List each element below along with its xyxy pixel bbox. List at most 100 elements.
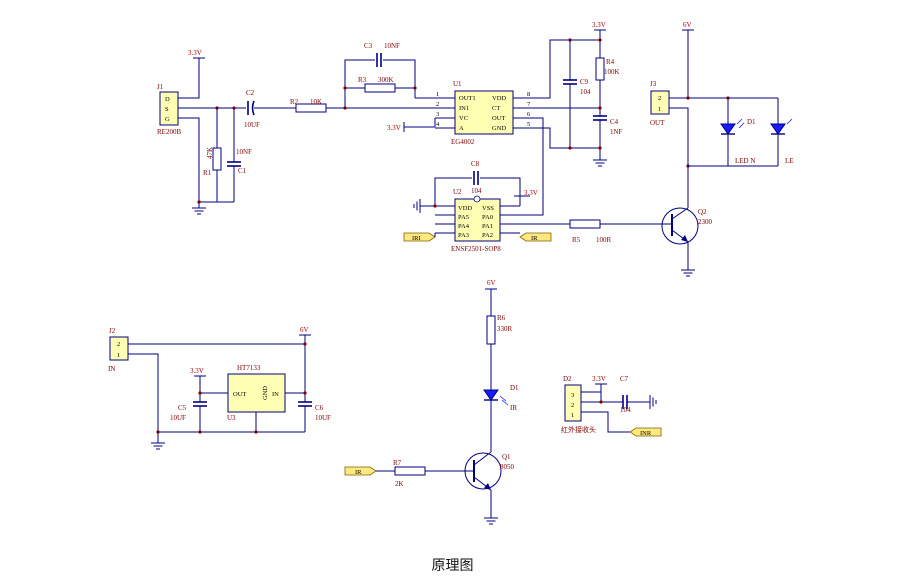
power-label-3v3-vdd: 3.3V <box>592 21 606 29</box>
u1-pin-vdd: VDD <box>492 95 506 102</box>
u2-value: ENSF2501-SOP8 <box>451 245 501 253</box>
r2-value: 10K <box>310 98 322 106</box>
led-d1-value: LED N <box>735 157 755 165</box>
net-flag-ir-q1-label: IR <box>355 469 362 476</box>
c5-value: 10UF <box>170 414 186 422</box>
j1-ref: J1 <box>157 83 164 91</box>
u1-pin-num-4: 4 <box>436 121 440 128</box>
resistor-r1: R1 47K <box>203 108 222 202</box>
d2-value: 红外接收头 <box>561 425 596 434</box>
resistor-r4: R4 100K <box>595 57 620 116</box>
j1-pin-s: S <box>165 106 169 113</box>
u1-pin-ct: CT <box>492 105 500 112</box>
u2-pin-vss: VSS <box>482 205 494 212</box>
d2-pin-1: 1 <box>571 412 574 419</box>
net-flag-iri: IRI <box>403 232 436 242</box>
c5-ref: C5 <box>178 404 187 412</box>
power-label-3v3-j1: 3.3V <box>188 49 202 57</box>
c2-ref: C2 <box>246 89 255 97</box>
u2-pin-pa1: PA1 <box>482 223 493 230</box>
j3-value: OUT <box>650 119 665 127</box>
j1-value: RE200B <box>157 128 181 136</box>
d2-ref: D2 <box>563 375 572 383</box>
u1-pin-gnd: GND <box>492 125 506 132</box>
ground-symbol-d2 <box>649 395 657 409</box>
c3-ref: C3 <box>364 42 373 50</box>
ground-symbol-u2 <box>413 199 421 213</box>
u1-pin-num-8: 8 <box>527 91 530 98</box>
ground-symbol-q2 <box>681 269 695 277</box>
c8-value: 104 <box>471 187 482 195</box>
d2-pin-2: 2 <box>571 402 574 409</box>
u1-value: EG4002 <box>451 138 475 146</box>
power-label-3v3-u2: 3.3V <box>524 189 538 197</box>
j3-ref: J3 <box>650 80 657 88</box>
resistor-r6: R6 330R <box>486 314 513 390</box>
connector-j1: J1 RE200B D S G <box>157 83 181 136</box>
u2-pin-pa0: PA0 <box>482 214 493 221</box>
resistor-r3: R3 300K <box>358 76 396 93</box>
net-flag-ir-u2: IR <box>519 232 552 242</box>
ground-symbol-u3 <box>151 442 165 450</box>
r5-value: 100R <box>596 236 612 244</box>
caption: 原理图 <box>431 558 474 574</box>
capacitor-c9: C9 104 <box>563 40 591 148</box>
regulator-u3: HT7133 OUT GND IN U3 <box>227 364 286 422</box>
u3-value: HT7133 <box>237 364 261 372</box>
q1-value: 8050 <box>500 463 515 471</box>
u1-pin-out: OUT <box>492 115 505 122</box>
led-d1-ref: D1 <box>747 118 756 126</box>
connector-d2: D2 3 2 1 红外接收头 <box>561 375 596 434</box>
c8-ref: C8 <box>471 160 480 168</box>
r7-ref: R7 <box>393 459 402 467</box>
u3-pin-in: IN <box>272 391 279 398</box>
j2-ref: J2 <box>109 327 116 335</box>
u2-pin-pa3: PA3 <box>458 232 469 239</box>
q2-ref: Q2 <box>698 208 707 216</box>
j2-value: IN <box>108 365 115 373</box>
q1-ref: Q1 <box>502 453 511 461</box>
u1-pin-a: A <box>459 125 464 132</box>
power-label-6v-r6: 6V <box>487 279 496 287</box>
ground-symbol-u1 <box>593 159 607 167</box>
c6-value: 10UF <box>315 414 331 422</box>
c7-ref: C7 <box>620 375 629 383</box>
u1-pin-num-2: 2 <box>436 101 439 108</box>
c7-value: 104 <box>620 406 631 414</box>
ground-symbol-j1 <box>192 205 206 215</box>
u2-pin-pa2: PA2 <box>482 232 493 239</box>
power-label-3v3-u1: 3.3V <box>387 124 401 132</box>
c1-value: 10NF <box>236 148 252 156</box>
resistor-r7: R7 2K <box>393 459 474 488</box>
power-3v3-d2: 3.3V <box>592 375 607 402</box>
ground-symbol-q1 <box>484 517 498 525</box>
c2-value: 10UF <box>244 121 260 129</box>
capacitor-c8: C8 104 <box>471 160 482 195</box>
u2-ref: U2 <box>453 188 462 196</box>
c9-value: 104 <box>580 88 591 96</box>
d2-pin-3: 3 <box>571 392 574 399</box>
led-2: LE <box>770 98 794 166</box>
power-u1-vdd: 3.3V <box>592 21 606 58</box>
power-label-3v3-d2: 3.3V <box>592 375 606 383</box>
ic-u1: U1 OUT1 IN1 VC A VDD CT OUT GND EG4002 1… <box>435 80 533 146</box>
j2-pin-2: 2 <box>117 341 120 348</box>
u2-pin-pa5: PA5 <box>458 214 469 221</box>
u3-ref: U3 <box>227 414 236 422</box>
capacitor-c4: C4 1NF <box>593 115 623 148</box>
r3-value: 300K <box>378 76 394 84</box>
j1-pin-g: G <box>165 116 170 123</box>
u1-pin-num-1: 1 <box>436 91 439 98</box>
j3-pin-1: 1 <box>658 106 661 113</box>
c4-ref: C4 <box>610 118 619 126</box>
r5-ref: R5 <box>572 236 581 244</box>
c4-value: 1NF <box>610 128 623 136</box>
capacitor-c5: C5 10UF <box>170 401 207 432</box>
u1-pin-num-3: 3 <box>436 111 439 118</box>
u1-pin-in1: IN1 <box>459 105 469 112</box>
capacitor-c2: C2 10UF <box>244 89 296 129</box>
u1-pin-num-7: 7 <box>527 101 531 108</box>
r4-value: 100K <box>604 68 620 76</box>
power-u1-vc: 3.3V <box>387 118 436 132</box>
